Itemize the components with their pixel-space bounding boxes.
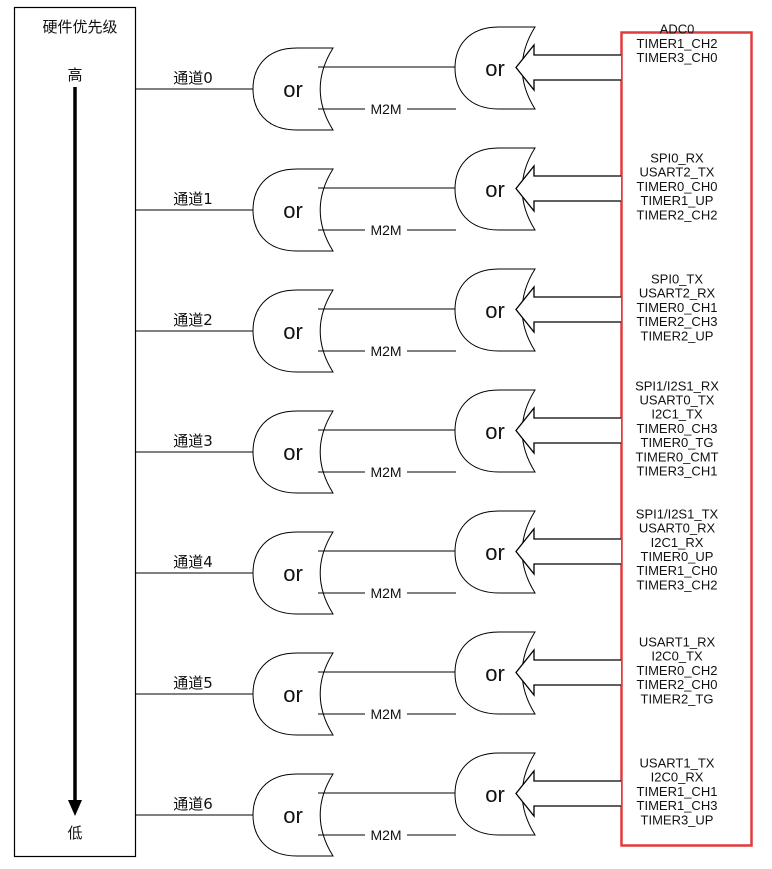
request-source: TIMER2_CH2	[637, 207, 718, 222]
request-source: TIMER2_CH3	[637, 314, 718, 329]
m2m-label: M2M	[370, 706, 401, 722]
request-source: TIMER1_CH1	[637, 784, 718, 799]
channel-label: 通道5	[173, 674, 213, 692]
channel-or-gate-label: or	[283, 319, 303, 344]
request-source: TIMER1_CH2	[637, 36, 718, 51]
request-arrow-icon	[515, 648, 621, 697]
request-arrow-icon	[515, 406, 621, 455]
request-source: TIMER1_UP	[641, 193, 714, 208]
channel-label: 通道3	[173, 432, 213, 450]
channel-or-gate	[252, 168, 334, 252]
peripheral-or-gate-label: or	[485, 419, 505, 444]
request-source: TIMER3_CH1	[637, 464, 718, 479]
channel-or-gate-label: or	[283, 682, 303, 707]
request-source: TIMER1_CH0	[637, 563, 718, 578]
channel-or-gate	[252, 652, 334, 736]
request-source: USART1_TX	[640, 756, 715, 771]
request-arrow-icon	[515, 285, 621, 334]
priority-low-label: 低	[67, 824, 82, 842]
request-source: TIMER0_CH1	[637, 300, 718, 315]
peripheral-or-gate-label: or	[485, 540, 505, 565]
request-source: USART1_RX	[639, 635, 716, 650]
request-source: I2C0_RX	[651, 770, 704, 785]
request-source: TIMER0_TG	[641, 435, 714, 450]
request-arrow-icon	[515, 164, 621, 213]
request-source: TIMER1_CH3	[637, 798, 718, 813]
request-source: SPI0_RX	[650, 151, 704, 166]
channel-label: 通道4	[173, 553, 213, 571]
request-source: TIMER3_UP	[641, 812, 714, 827]
request-source: ADC0	[660, 22, 695, 37]
priority-title: 硬件优先级	[42, 18, 117, 36]
request-source: SPI1/I2S1_RX	[635, 378, 719, 393]
request-arrow-icon	[515, 769, 621, 818]
request-sources-frame	[620, 31, 753, 847]
m2m-label: M2M	[370, 101, 401, 117]
peripheral-or-gate-label: or	[485, 298, 505, 323]
request-source: USART0_TX	[640, 393, 715, 408]
request-source: TIMER0_CH0	[637, 179, 718, 194]
priority-box: 硬件优先级 高 低	[13, 6, 137, 858]
channel-or-gate-label: or	[283, 803, 303, 828]
peripheral-or-gate-label: or	[485, 782, 505, 807]
channel-or-gate-label: or	[283, 77, 303, 102]
request-source: TIMER2_CH0	[637, 677, 718, 692]
request-source: TIMER0_CH2	[637, 663, 718, 678]
channel-label: 通道0	[173, 69, 213, 87]
request-source: USART0_RX	[639, 521, 716, 536]
request-source: I2C0_TX	[651, 649, 703, 664]
priority-high-label: 高	[67, 66, 82, 84]
request-source: USART2_TX	[640, 165, 715, 180]
channel-label: 通道2	[173, 311, 213, 329]
m2m-label: M2M	[370, 585, 401, 601]
peripheral-or-gate-label: or	[485, 661, 505, 686]
m2m-label: M2M	[370, 464, 401, 480]
request-source: TIMER3_CH2	[637, 577, 718, 592]
request-arrow-icon	[515, 43, 621, 92]
request-source: TIMER2_UP	[641, 328, 714, 343]
channel-or-gate	[252, 47, 334, 131]
channel-or-gate-label: or	[283, 561, 303, 586]
request-source: TIMER3_CH0	[637, 50, 718, 65]
priority-arrow-head-icon	[68, 800, 82, 816]
channel-or-gate-label: or	[283, 440, 303, 465]
channel-label: 通道6	[173, 795, 213, 813]
channel-or-gate	[252, 773, 334, 857]
m2m-label: M2M	[370, 222, 401, 238]
peripheral-or-gate-label: or	[485, 56, 505, 81]
request-source: I2C1_RX	[651, 535, 704, 550]
request-source: SPI1/I2S1_TX	[636, 506, 719, 521]
request-source: TIMER2_TG	[641, 691, 714, 706]
channel-or-gate-label: or	[283, 198, 303, 223]
request-source: TIMER0_CMT	[635, 449, 718, 464]
channel-label: 通道1	[173, 190, 213, 208]
peripheral-or-gate-label: or	[485, 177, 505, 202]
request-source: TIMER0_CH3	[637, 421, 718, 436]
request-arrow-icon	[515, 527, 621, 576]
channel-or-gate	[252, 289, 334, 373]
request-source: TIMER0_UP	[641, 549, 714, 564]
request-source: SPI0_TX	[651, 272, 703, 287]
request-source: I2C1_TX	[651, 407, 703, 422]
channel-or-gate	[252, 410, 334, 494]
m2m-label: M2M	[370, 827, 401, 843]
request-source: USART2_RX	[639, 286, 716, 301]
channel-or-gate	[252, 531, 334, 615]
m2m-label: M2M	[370, 343, 401, 359]
